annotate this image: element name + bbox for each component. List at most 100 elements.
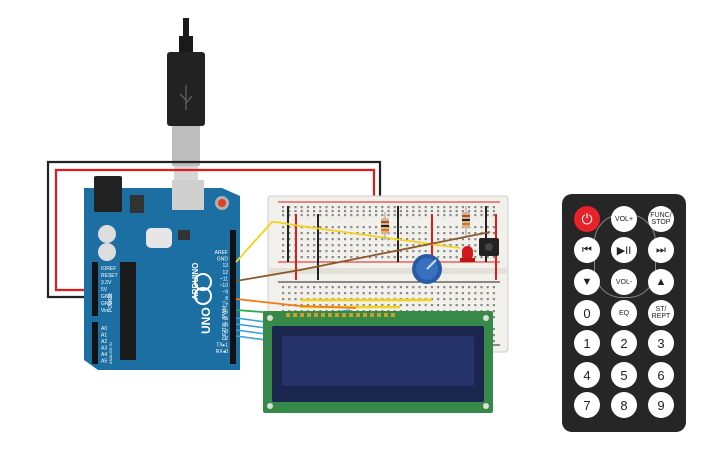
usb-cable[interactable] (167, 18, 205, 196)
lcd-pin (328, 313, 332, 317)
pin-label: TX▸1 (216, 342, 228, 348)
pin-label: ~9 (222, 290, 228, 296)
lcd-pin (342, 313, 346, 317)
pin-label: AREF (215, 250, 228, 256)
potentiometer[interactable] (412, 254, 442, 284)
num-1-button[interactable]: 1 (574, 330, 600, 356)
pin-label: 8 (225, 296, 228, 302)
pin-label: 12 (222, 270, 228, 276)
arduino-uno-board[interactable]: ARDUINO UNO DIGITAL (PWM~) POWER ANALOG … (84, 176, 240, 370)
pin-label: 2 (225, 336, 228, 342)
pin-label: 4 (225, 323, 228, 329)
lcd-pin (286, 313, 290, 317)
pin-label: GND (101, 294, 113, 300)
power-icon: ⏻ (581, 210, 593, 227)
lcd-pin (321, 313, 325, 317)
lcd-pin-header (286, 313, 395, 317)
lcd-pin (356, 313, 360, 317)
lcd-pin (391, 313, 395, 317)
lcd-pin (307, 313, 311, 317)
remote-button-label: 1 (583, 335, 591, 351)
remote-button-label: 7 (583, 397, 591, 413)
wire-orange-lcd[interactable] (235, 298, 357, 309)
up-icon: ▲ (655, 276, 667, 288)
wire-brown-signal[interactable] (235, 231, 491, 282)
lcd-pin (314, 313, 318, 317)
lcd-pin (377, 313, 381, 317)
pin-label: Vin (101, 308, 108, 314)
crystal (146, 228, 172, 248)
wire-gnd-black[interactable] (46, 160, 382, 299)
red-led[interactable] (460, 246, 475, 262)
power-button[interactable]: ⏻ (574, 206, 600, 232)
pin-label: RX◂0 (216, 349, 228, 355)
analog-header (92, 322, 98, 364)
digital-label: DIGITAL (PWM~) (222, 301, 228, 340)
eq-button[interactable]: EQ (611, 300, 637, 326)
arduino-model: UNO (199, 307, 213, 334)
remote-button-label: ST/ REPT (651, 306, 671, 320)
num-3-button[interactable]: 3 (648, 330, 674, 356)
pin-label: RESET (101, 273, 118, 279)
power-jack (94, 176, 122, 212)
power-header (92, 262, 98, 316)
lcd-pin (349, 313, 353, 317)
skip-forward-button[interactable]: ⏭ (648, 237, 674, 263)
atmega-chip (120, 262, 136, 360)
remote-button-label: 5 (620, 367, 628, 383)
arduino-logo-icon (194, 273, 212, 291)
pin-label: A3 (101, 346, 107, 352)
resistor-1[interactable] (381, 212, 389, 240)
ir-receiver[interactable] (479, 238, 499, 256)
lcd-screen (282, 336, 474, 386)
lcd-pin (335, 313, 339, 317)
resistor-2[interactable] (462, 206, 470, 236)
usb-port (172, 180, 204, 210)
num-5-button[interactable]: 5 (611, 362, 637, 388)
lcd-pin (300, 313, 304, 317)
wire-yellow-signal[interactable] (235, 221, 461, 263)
wire-5v-red[interactable] (54, 168, 376, 292)
play-pause-icon: ▶II (616, 244, 632, 257)
usb-icon (179, 85, 193, 110)
vol-up-button[interactable]: VOL+ (611, 206, 637, 232)
num-7-button[interactable]: 7 (574, 392, 600, 418)
pin-label: A1 (101, 333, 107, 339)
num-2-button[interactable]: 2 (611, 330, 637, 356)
remote-button-label: 8 (620, 397, 628, 413)
play-pause-button[interactable]: ▶II (611, 237, 637, 263)
pin-label: 5V (101, 287, 108, 293)
pin-label: ~10 (220, 283, 229, 289)
power-label: POWER (108, 293, 114, 312)
down-button[interactable]: ▼ (574, 269, 600, 295)
pin-label: 7 (225, 303, 228, 309)
ir-remote[interactable]: ⏻ VOL+ FUNC/ STOP ⏮ ▶II ⏭ ▼ VOL- ▲ 0 EQ ST/ REPT 1 2 3… (562, 194, 686, 432)
vol-down-button[interactable]: VOL- (611, 269, 637, 295)
skip-forward-icon: ⏭ (656, 243, 666, 256)
up-button[interactable]: ▲ (648, 269, 674, 295)
remote-button-label: EQ (618, 309, 630, 317)
func-stop-button[interactable]: FUNC/ STOP (648, 206, 674, 232)
digital-header (230, 230, 236, 364)
pin-label: A4 (101, 352, 107, 358)
remote-button-label: 0 (583, 305, 591, 321)
num-9-button[interactable]: 9 (648, 392, 674, 418)
pin-label: A5 (101, 359, 107, 365)
remote-button-label: 9 (657, 397, 665, 413)
num-8-button[interactable]: 8 (611, 392, 637, 418)
lcd-display-16x2[interactable] (263, 311, 493, 413)
num-6-button[interactable]: 6 (648, 362, 674, 388)
st-rept-button[interactable]: ST/ REPT (648, 300, 674, 326)
remote-button-label: 4 (583, 367, 591, 383)
remote-button-label: FUNC/ STOP (650, 212, 672, 226)
remote-button-label: 2 (620, 335, 628, 351)
capacitor-1 (98, 225, 116, 243)
num-0-button[interactable]: 0 (574, 300, 600, 326)
lcd-pin (370, 313, 374, 317)
pin-label: ~11 (220, 276, 228, 282)
num-4-button[interactable]: 4 (574, 362, 600, 388)
pin-label: ~5 (222, 316, 228, 322)
pin-label: A0 (101, 326, 107, 332)
skip-back-button[interactable]: ⏮ (574, 237, 600, 263)
